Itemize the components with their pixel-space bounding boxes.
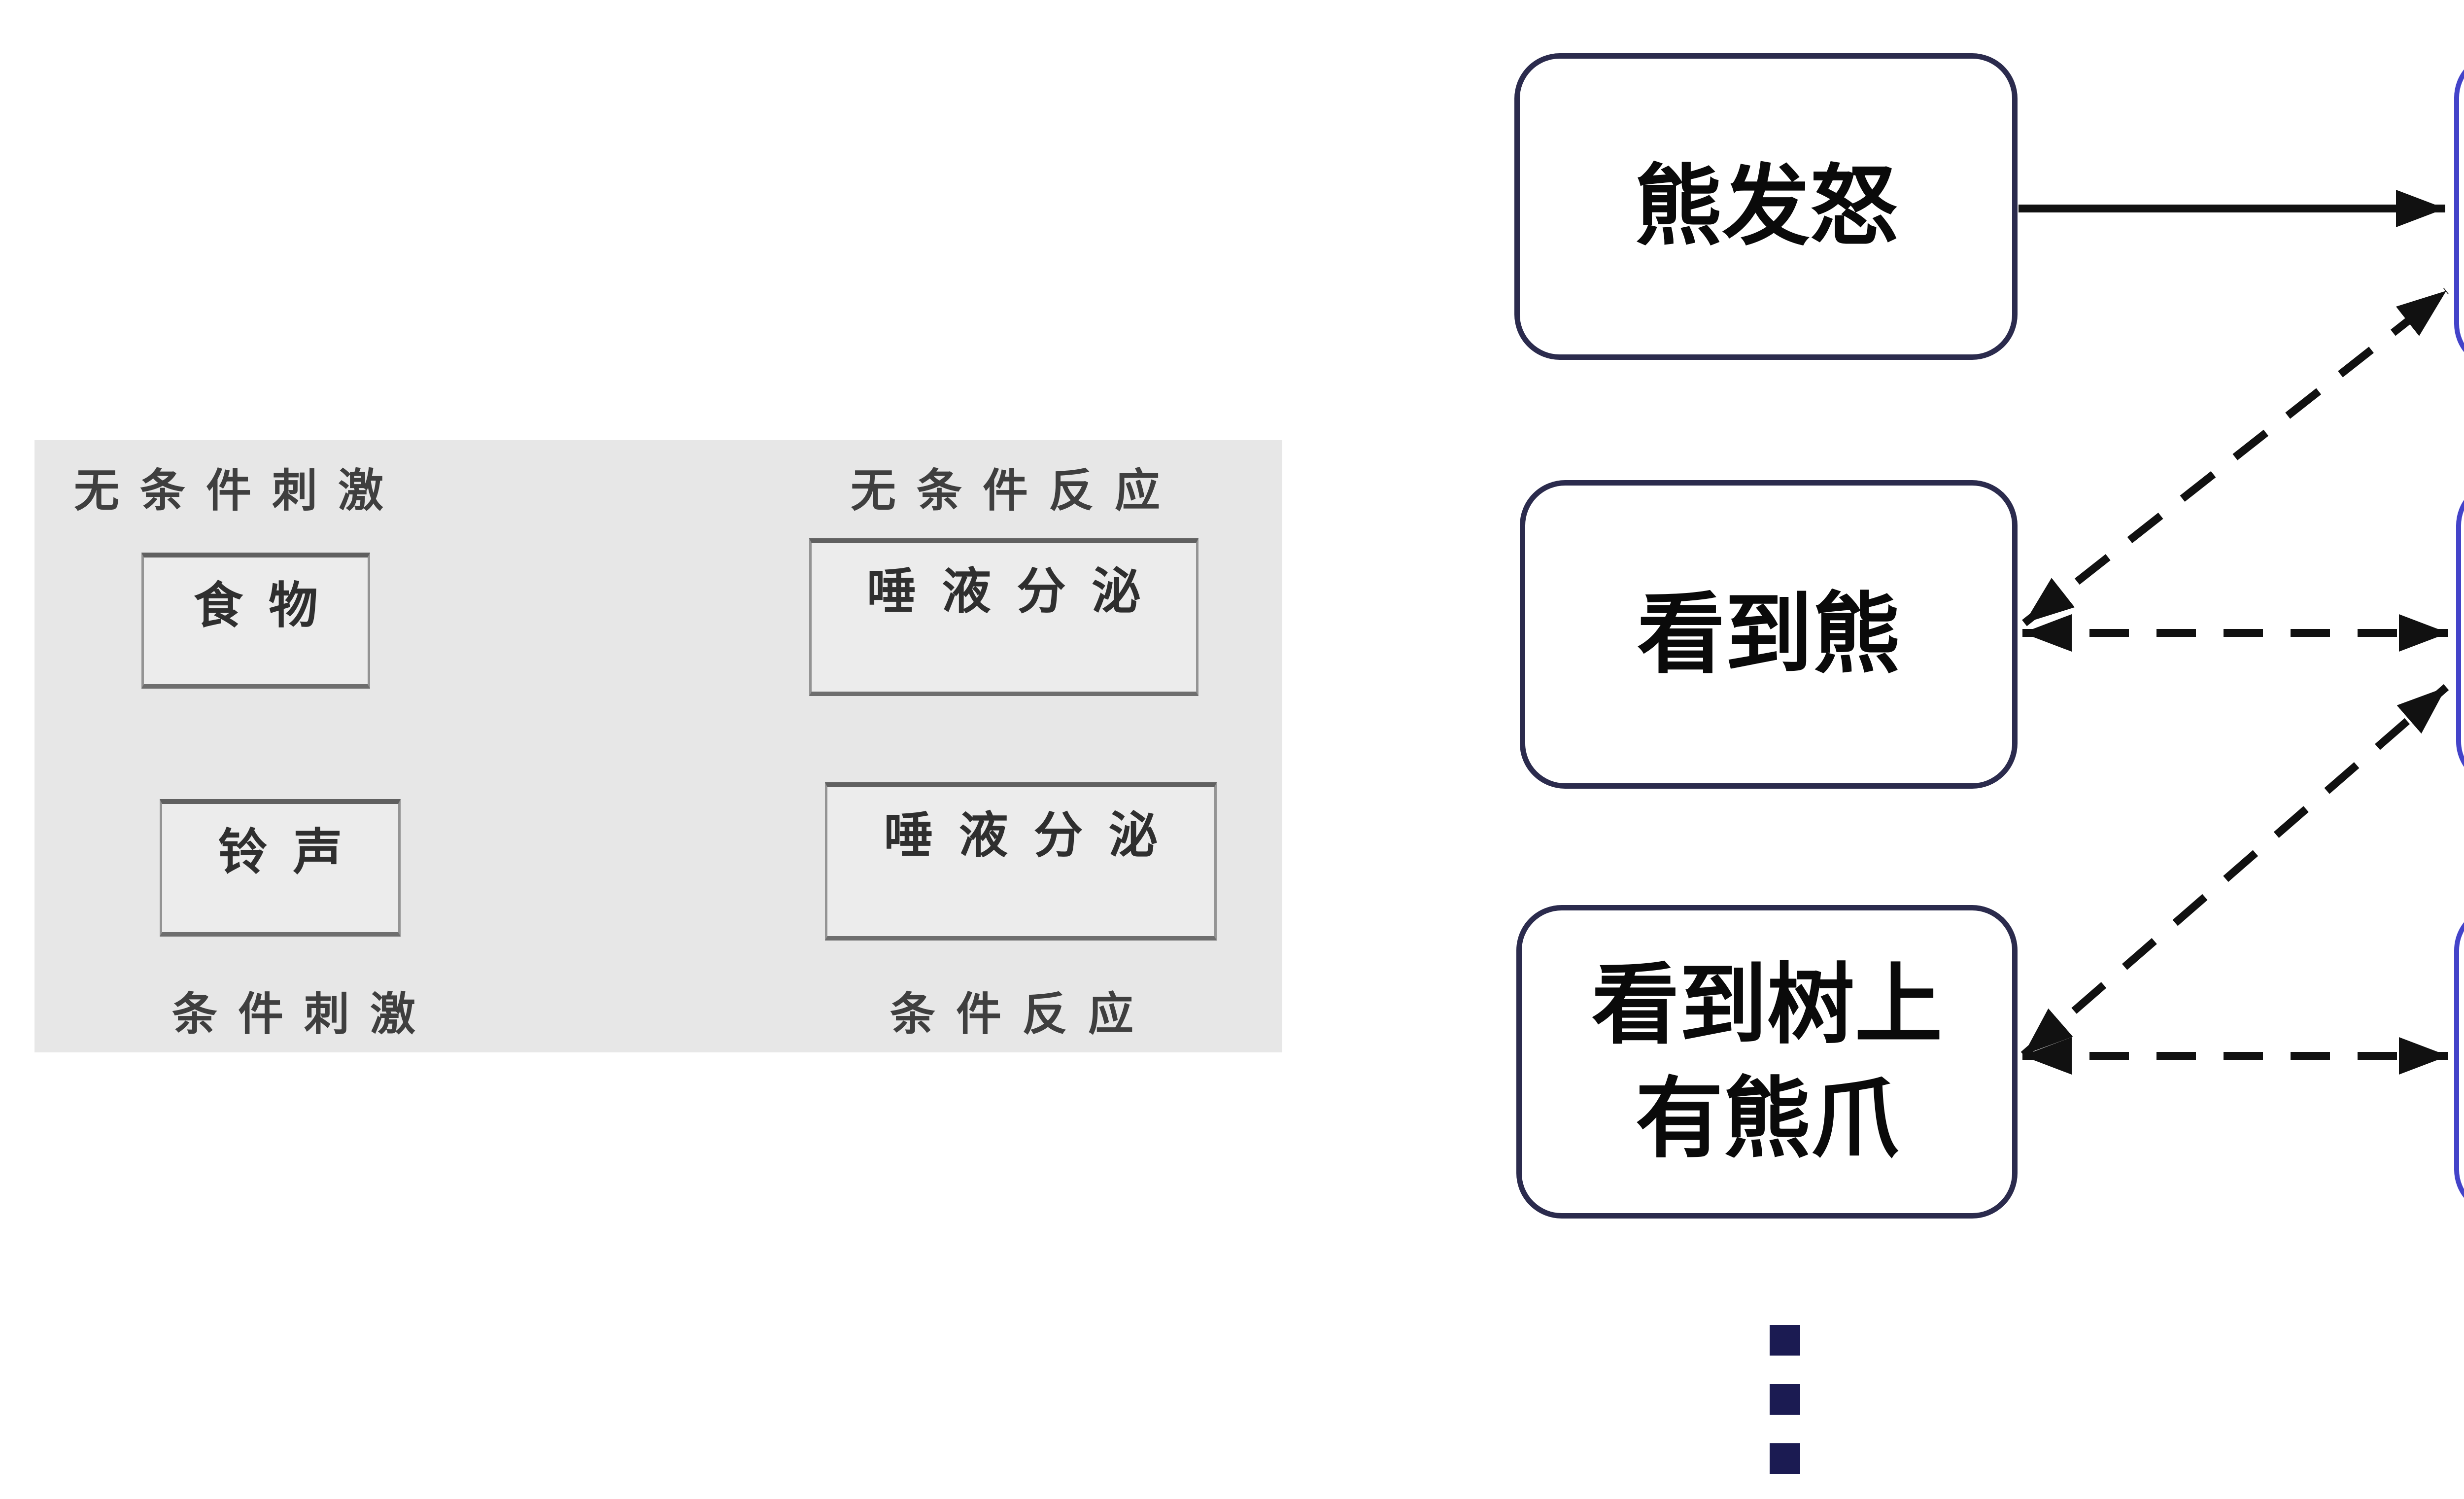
state-box-bear-claw-line2: 有熊爪: [1635, 1068, 1899, 1170]
state-box-see-bear: 看到熊: [1520, 480, 2018, 789]
salivation-top-label: 唾液分泌: [867, 562, 1166, 620]
food-box-label: 食物: [194, 577, 343, 634]
bell-box-label: 铃声: [218, 823, 368, 881]
state-box-bear-claw-line1: 看到树上: [1591, 953, 1943, 1056]
state-box-bear-anger: 熊发怒: [1514, 53, 2018, 360]
states-ellipsis-dots-icon: [1770, 1325, 1800, 1474]
state-box-bear-anger-label: 熊发怒: [1634, 155, 1898, 258]
unconditioned-stimulus-label: 无条件刺激: [74, 464, 405, 517]
conditioned-response-label: 条件反应: [890, 988, 1155, 1041]
see-bear-to-reward-dashed-arrow: [2022, 287, 2449, 627]
bell-box: 铃声: [160, 799, 401, 937]
value-box-v-s: V(s): [2454, 905, 2464, 1215]
value-box-v-s-prime: V(s′): [2456, 480, 2464, 787]
bear-claw-to-value-next-dashed-arrow: [2020, 684, 2449, 1058]
salivation-top-box: 唾液分泌: [809, 538, 1198, 696]
conditioned-stimulus-label: 条件刺激: [172, 988, 437, 1041]
state-box-bear-claw: 看到树上 有熊爪: [1516, 905, 2018, 1219]
food-box: 食物: [141, 553, 370, 689]
value-box-reward: 奖励: [2454, 52, 2464, 369]
classical-conditioning-panel: 无条件刺激 无条件反应 条件刺激 条件反应 食物 唾液分泌 铃声 唾液分泌: [34, 440, 1282, 1052]
state-box-see-bear-label: 看到熊: [1637, 583, 1900, 686]
unconditioned-response-label: 无条件反应: [851, 464, 1181, 517]
salivation-bottom-label: 唾液分泌: [884, 806, 1184, 864]
salivation-bottom-box: 唾液分泌: [825, 782, 1217, 941]
